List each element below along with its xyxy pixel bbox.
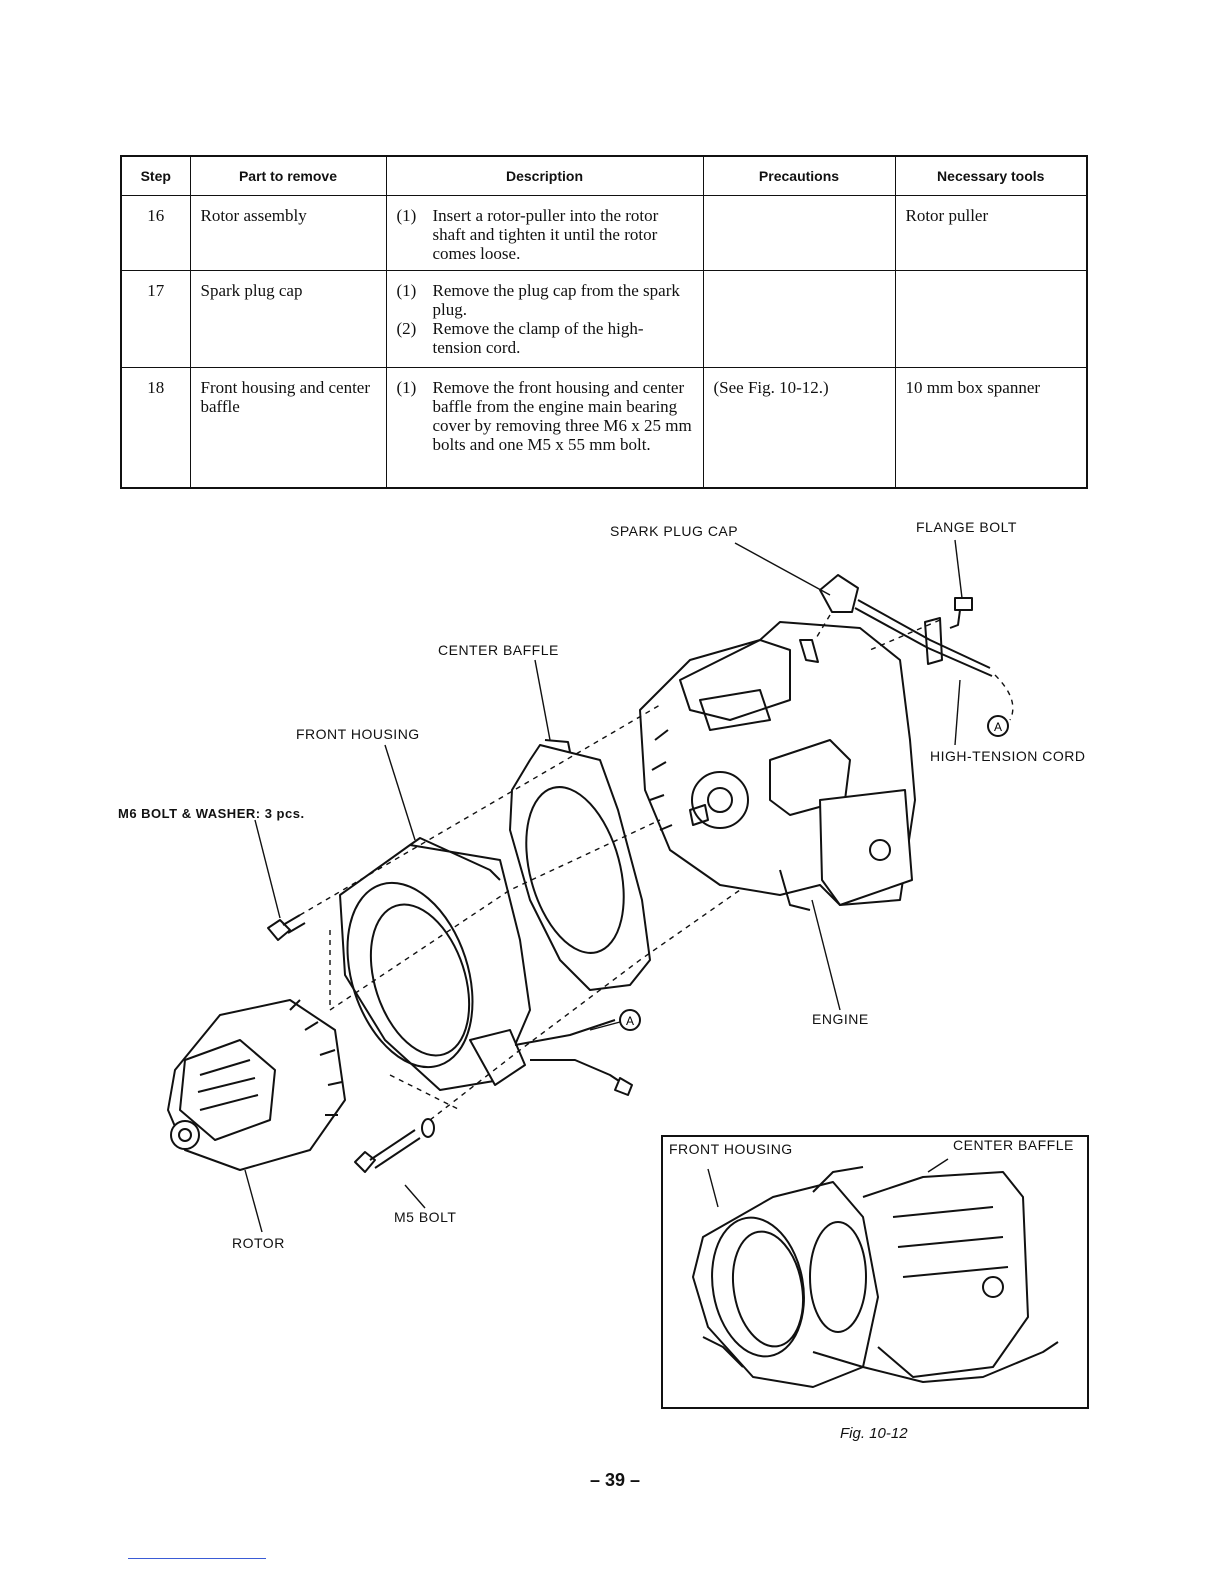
label-high-tension-cord: HIGH-TENSION CORD xyxy=(930,748,1086,764)
label-m6-bolt: M6 BOLT & WASHER: 3 pcs. xyxy=(118,806,305,821)
header-part: Part to remove xyxy=(189,155,387,196)
reference-a-label: A xyxy=(994,720,1002,734)
table-row: 18 Front housing and center baffle (1) R… xyxy=(120,367,1088,488)
label-center-baffle: CENTER BAFFLE xyxy=(438,642,559,658)
precautions-cell xyxy=(702,195,896,271)
center-baffle-drawing xyxy=(509,739,651,991)
description-item: (1) Remove the plug cap from the spark p… xyxy=(397,281,693,319)
engine-drawing xyxy=(639,621,916,911)
step-description: (1) Remove the plug cap from the spark p… xyxy=(385,270,704,368)
flange-bolt-drawing xyxy=(924,597,973,665)
label-rotor: ROTOR xyxy=(232,1235,285,1251)
label-flange-bolt: FLANGE BOLT xyxy=(916,519,1017,535)
part-name: Spark plug cap xyxy=(189,270,387,368)
disassembly-steps-table: Step Part to remove Description Precauti… xyxy=(120,155,1088,489)
assembly-guide-lines xyxy=(299,614,1014,1121)
label-front-housing: FRONT HOUSING xyxy=(296,726,420,742)
description-item-text: Remove the clamp of the high-tension cor… xyxy=(432,319,644,357)
description-item-number: (1) xyxy=(396,378,417,397)
description-item-text: Insert a rotor-puller into the rotor sha… xyxy=(432,206,659,263)
reference-marker-a xyxy=(619,1009,641,1031)
tools-cell: 10 mm box spanner xyxy=(894,367,1088,488)
step-number: 17 xyxy=(120,270,191,368)
figure-caption: Fig. 10-12 xyxy=(840,1425,908,1442)
label-m5-bolt: M5 BOLT xyxy=(394,1209,457,1225)
step-number: 18 xyxy=(120,367,191,488)
description-item-number: (2) xyxy=(396,319,417,338)
label-engine: ENGINE xyxy=(812,1011,869,1027)
inset-detail-view: FRONT HOUSING CENTER BAFFLE xyxy=(661,1135,1089,1409)
leader-lines xyxy=(244,539,963,1233)
inset-drawing xyxy=(692,1158,1059,1388)
step-description: (1) Insert a rotor-puller into the rotor… xyxy=(385,195,704,271)
step-number: 16 xyxy=(120,195,191,271)
table-header-row: Step Part to remove Description Precauti… xyxy=(120,155,1088,196)
spark-plug-cap-drawing xyxy=(819,574,993,677)
description-item-number: (1) xyxy=(396,206,417,225)
description-item-text: Remove the plug cap from the spark plug. xyxy=(432,281,680,319)
precautions-cell: (See Fig. 10-12.) xyxy=(702,367,896,488)
label-spark-plug-cap: SPARK PLUG CAP xyxy=(610,523,739,539)
reference-marker-a xyxy=(987,715,1009,737)
m6-bolt-drawing xyxy=(267,914,306,941)
table-row: 16 Rotor assembly (1) Insert a rotor-pul… xyxy=(120,195,1088,271)
page-number: – 39 – xyxy=(589,1470,641,1490)
front-housing-drawing xyxy=(339,837,531,1091)
inset-label-center-baffle: CENTER BAFFLE xyxy=(953,1137,1074,1153)
description-item: (2) Remove the clamp of the high-tension… xyxy=(397,319,693,357)
part-name: Front housing and center baffle xyxy=(189,367,387,488)
inset-label-front-housing: FRONT HOUSING xyxy=(669,1141,793,1157)
description-item: (1) Insert a rotor-puller into the rotor… xyxy=(397,206,693,263)
tools-cell: Rotor puller xyxy=(894,195,1088,271)
reference-a-label: A xyxy=(626,1014,634,1028)
step-description: (1) Remove the front housing and center … xyxy=(385,367,704,488)
description-item-number: (1) xyxy=(396,281,417,300)
m5-bolt-drawing xyxy=(354,1118,435,1173)
description-item: (1) Remove the front housing and center … xyxy=(397,378,693,454)
description-item-text: Remove the front housing and center baff… xyxy=(432,378,692,454)
tools-cell xyxy=(894,270,1088,368)
footer-rule xyxy=(128,1558,266,1559)
table-row: 17 Spark plug cap (1) Remove the plug ca… xyxy=(120,270,1088,368)
rotor-drawing xyxy=(167,999,346,1171)
